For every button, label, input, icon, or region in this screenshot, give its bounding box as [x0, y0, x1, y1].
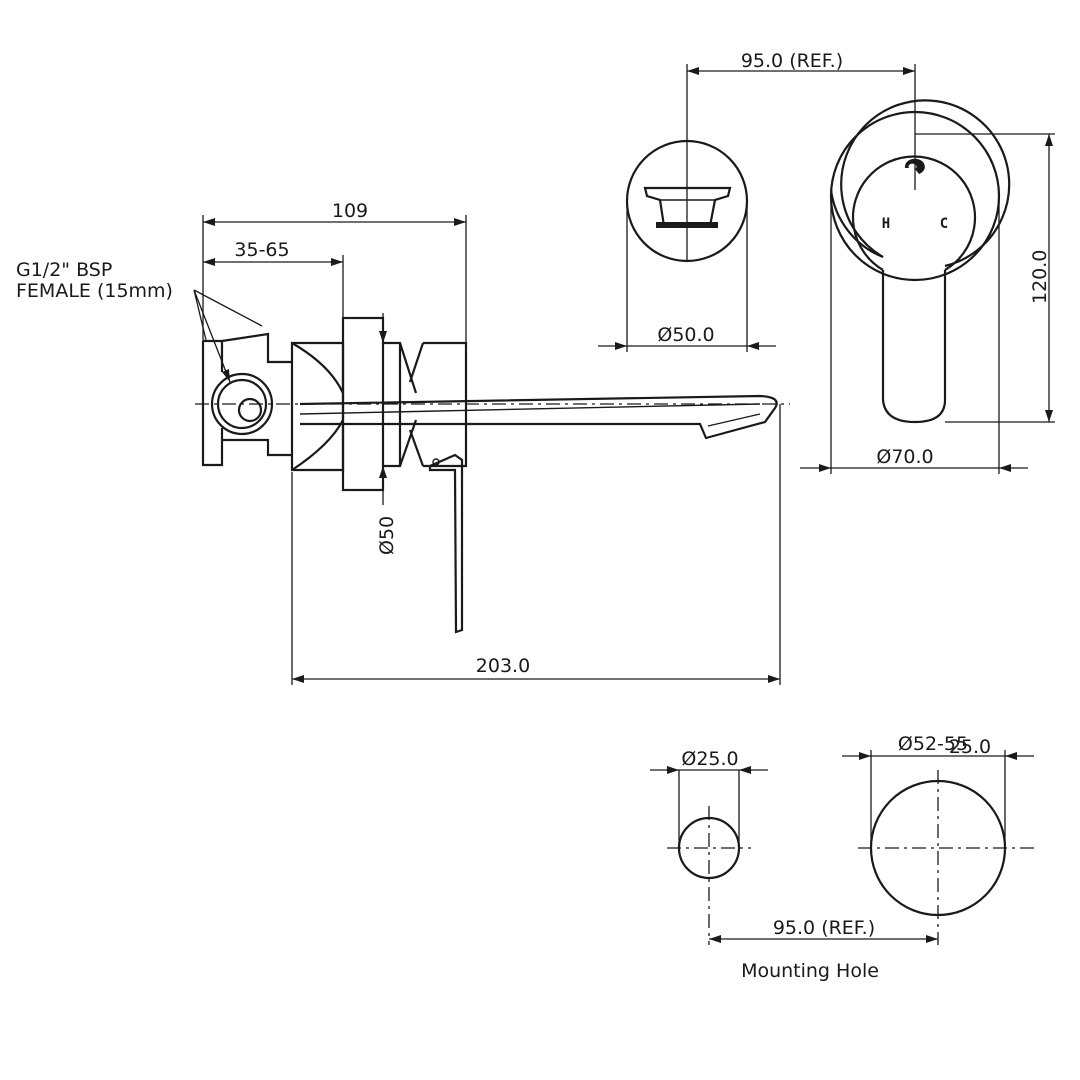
dim-plate-diameter: Ø70.0 — [800, 196, 1028, 474]
mounting-hole-caption: Mounting Hole — [741, 960, 879, 982]
dim-109-label: 109 — [332, 200, 368, 222]
inlet-leader — [193, 289, 263, 383]
dim-ref-top: 95.0 (REF.) — [687, 50, 915, 75]
spout — [299, 394, 778, 440]
dim-spout-cover-label: Ø50.0 — [657, 324, 714, 346]
cold-marking: C — [940, 216, 948, 232]
large-hole: Ø52-55 25.0 — [842, 733, 1036, 945]
dim-109: 109 — [202, 200, 467, 345]
dim-plate-height: 120.0 — [915, 133, 1055, 423]
front-views: Ø50.0 H C 95.0 (REF.) 1 — [598, 50, 1055, 474]
dim-spout-cover-diameter: Ø50.0 — [598, 201, 776, 352]
dim-203-label: 203.0 — [476, 655, 530, 677]
dim-ref-bottom-label: 95.0 (REF.) — [773, 917, 875, 939]
inlet-label-1: G1/2" BSP — [16, 259, 112, 281]
dim-plate-height-label: 120.0 — [1029, 250, 1051, 304]
large-hole-label: Ø52-55 — [898, 733, 968, 755]
inlet-fitting — [210, 372, 274, 436]
small-hole: Ø25.0 — [650, 748, 768, 945]
large-hole-overlap-label: 25.0 — [949, 736, 991, 758]
dim-35-65-label: 35-65 — [234, 239, 289, 261]
dim-ref-bottom: 95.0 (REF.) — [709, 917, 938, 943]
dim-ref-top-label: 95.0 (REF.) — [741, 50, 843, 72]
dim-35-65: 35-65 — [203, 239, 344, 320]
dim-body-diameter: Ø50 — [376, 313, 398, 555]
dim-body-diameter-label: Ø50 — [376, 516, 398, 555]
dim-plate-diameter-label: Ø70.0 — [876, 446, 933, 468]
inlet-label-2: FEMALE (15mm) — [16, 280, 173, 302]
mounting-hole-view: Ø25.0 Ø52-55 25.0 95.0 (REF.) Mounting H… — [650, 733, 1036, 982]
hot-marking: H — [882, 216, 890, 232]
wall-bracket — [201, 332, 292, 467]
side-view: 109 35-65 G1/2" BSP FEMALE (15mm) Ø50 — [16, 200, 790, 685]
lever-handle — [428, 453, 464, 634]
dim-203: 203.0 — [291, 404, 781, 685]
small-hole-label: Ø25.0 — [681, 748, 738, 770]
